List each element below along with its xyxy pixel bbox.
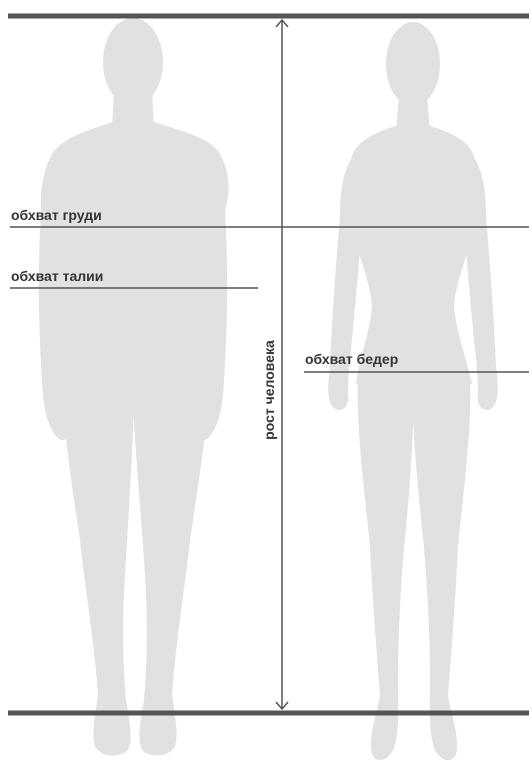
height-measurement-label: рост человека	[261, 340, 277, 440]
female-silhouette	[328, 22, 498, 760]
hips-measurement-label: обхват бедер	[305, 351, 398, 367]
height-arrow	[276, 20, 288, 709]
chest-measurement-label: обхват груди	[11, 207, 102, 223]
male-silhouette	[39, 18, 229, 755]
waist-measurement-label: обхват талии	[11, 268, 103, 284]
